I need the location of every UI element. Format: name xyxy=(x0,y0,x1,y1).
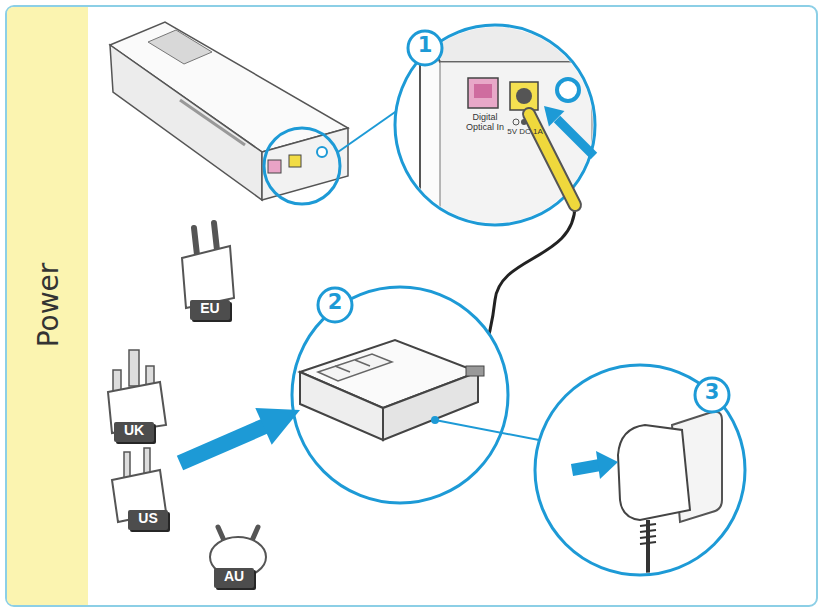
callout-number: 1 xyxy=(410,33,440,63)
callout-circle xyxy=(318,288,352,322)
transmitter-device xyxy=(110,22,348,200)
device-panel xyxy=(440,62,592,242)
device-strip xyxy=(180,100,245,145)
eu-adapter xyxy=(182,223,234,308)
cable-strain-relief xyxy=(466,366,484,376)
adapter-body xyxy=(182,246,234,308)
zoom-circle-bg xyxy=(535,365,745,575)
cable-ring xyxy=(640,524,656,526)
audio-port xyxy=(317,147,327,157)
adapter-pin xyxy=(194,228,197,255)
zoom-circle xyxy=(395,25,595,225)
adapter-pin xyxy=(113,370,121,392)
polarity-symbol xyxy=(513,119,519,125)
power-port-hole xyxy=(516,88,532,104)
optical-port xyxy=(468,78,498,108)
plug-in-arrow-head xyxy=(596,451,618,479)
optical-port-inner xyxy=(474,84,492,98)
frame xyxy=(6,6,817,606)
wall-plug-view xyxy=(618,412,722,585)
zoom-marker xyxy=(264,128,340,204)
zoom-circle xyxy=(292,287,508,503)
zoom-circle xyxy=(535,365,745,575)
cable-ring xyxy=(640,536,656,538)
optical-port xyxy=(268,160,281,173)
plug-region-label: AU xyxy=(214,568,254,588)
plug-body xyxy=(618,425,690,520)
plug-region-label: EU xyxy=(190,300,230,320)
port-label: Digital Optical In xyxy=(458,113,512,133)
audio-port xyxy=(557,79,579,101)
slot-notch xyxy=(335,366,350,372)
zoom-circle-bg xyxy=(292,287,508,503)
device-recess xyxy=(148,30,212,64)
adapter-pin xyxy=(129,350,139,386)
insert-arrow xyxy=(557,119,594,156)
adapter-slot xyxy=(318,354,392,381)
slot-notch xyxy=(355,360,370,366)
callout-number: 3 xyxy=(697,380,727,410)
attach-arrow xyxy=(180,426,265,463)
device-side xyxy=(110,45,262,200)
uk-adapter xyxy=(108,350,166,433)
leader-dot xyxy=(431,416,439,424)
adapter-pin xyxy=(214,223,217,250)
plug-region-label: UK xyxy=(114,422,154,442)
callout-number: 2 xyxy=(320,290,350,320)
zoom-leader xyxy=(338,110,398,152)
plug-region-label: US xyxy=(128,510,168,530)
attach-arrow-head xyxy=(255,408,300,445)
insert-arrow-head xyxy=(544,106,565,127)
adapter-left xyxy=(300,372,383,440)
zoom-leader xyxy=(435,420,539,440)
callout-circle xyxy=(408,31,442,65)
section-title: Power xyxy=(32,263,65,348)
cable-ring xyxy=(640,530,656,532)
adapter-right xyxy=(383,372,478,440)
port-label: 5V DC 1A xyxy=(504,128,546,137)
power-port xyxy=(289,155,301,167)
plug-in-arrow xyxy=(572,465,600,470)
title-band xyxy=(7,7,88,605)
zoom-port-view xyxy=(420,20,612,242)
cable-ring xyxy=(640,542,656,544)
power-port xyxy=(510,82,538,110)
callout-circle xyxy=(695,378,729,412)
